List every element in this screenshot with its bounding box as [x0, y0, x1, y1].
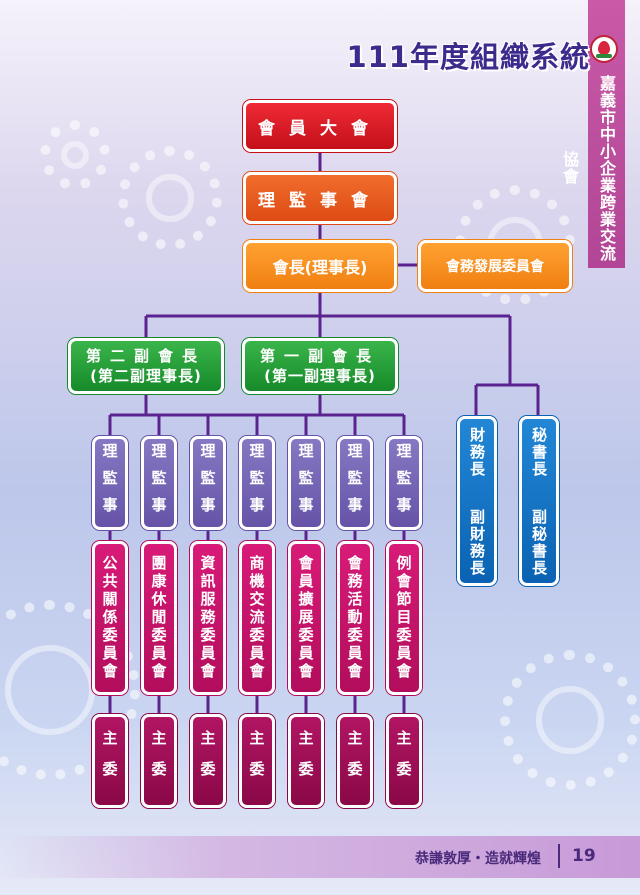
first-vice-president-box: 第一副會長 (第一副理事長) [242, 338, 398, 394]
director-label: 理監事 [198, 442, 217, 524]
deputy-secretary-label: 副秘書長 [530, 509, 548, 577]
committee-chair-box: 主委 [337, 714, 373, 808]
treasurer-label: 財務長 [468, 427, 486, 478]
vp2-title: 第二副會長 [85, 347, 206, 365]
committee-chair-label: 主委 [345, 730, 364, 792]
finance-officer-box: 財務長 副財務長 [457, 416, 497, 586]
development-committee-label: 會務發展委員會 [446, 259, 544, 275]
gear-decoration [0, 600, 140, 780]
committee-box: 公共關係委員會 [92, 541, 128, 695]
director-label: 理監事 [247, 442, 266, 524]
director-label: 理監事 [345, 442, 364, 524]
director-box: 理監事 [239, 436, 275, 530]
committee-chair-label: 主委 [394, 730, 413, 792]
committee-chair-label: 主委 [100, 730, 119, 792]
vp2-subtitle: (第二副理事長) [90, 367, 202, 385]
page-title: 111年度組織系統 [346, 40, 590, 74]
footer-slogan: 恭謙敦厚・造就輝煌 [415, 851, 541, 867]
footer-divider [558, 844, 560, 868]
vp1-subtitle: (第一副理事長) [264, 367, 376, 385]
committee-label: 公共關係委員會 [100, 555, 119, 681]
director-box: 理監事 [190, 436, 226, 530]
committee-chair-label: 主委 [149, 730, 168, 792]
committee-label: 會員擴展委員會 [296, 555, 315, 681]
director-label: 理監事 [100, 442, 119, 524]
committee-chair-box: 主委 [92, 714, 128, 808]
committee-label: 例會節目委員會 [394, 555, 413, 681]
committee-box: 團康休閒委員會 [141, 541, 177, 695]
president-label: 會長(理事長) [272, 258, 368, 277]
committee-chair-label: 主委 [198, 730, 217, 792]
committee-box: 會務活動委員會 [337, 541, 373, 695]
secretary-box: 秘書長 副秘書長 [519, 416, 559, 586]
organization-name: 嘉義市中小企業跨業交流協會 [560, 74, 616, 262]
director-box: 理監事 [337, 436, 373, 530]
deputy-treasurer-label: 副財務長 [468, 509, 486, 577]
committee-chair-box: 主委 [288, 714, 324, 808]
page-number: 19 [572, 846, 596, 866]
committee-chair-box: 主委 [386, 714, 422, 808]
general-assembly-box: 會員大會 [243, 100, 397, 152]
director-box: 理監事 [288, 436, 324, 530]
committee-chair-label: 主委 [247, 730, 266, 792]
supervisory-board-box: 理監事會 [243, 172, 397, 224]
director-label: 理監事 [394, 442, 413, 524]
gear-decoration [40, 120, 110, 190]
president-box: 會長(理事長) [243, 240, 397, 292]
committee-label: 團康休閒委員會 [149, 555, 168, 681]
association-logo-icon [590, 35, 618, 63]
committee-chair-box: 主委 [239, 714, 275, 808]
committee-box: 會員擴展委員會 [288, 541, 324, 695]
committee-chair-label: 主委 [296, 730, 315, 792]
director-label: 理監事 [149, 442, 168, 524]
gear-decoration [118, 146, 222, 250]
director-box: 理監事 [386, 436, 422, 530]
committee-chair-box: 主委 [190, 714, 226, 808]
committee-box: 資訊服務委員會 [190, 541, 226, 695]
secretary-general-label: 秘書長 [530, 427, 548, 478]
committee-label: 商機交流委員會 [247, 555, 266, 681]
supervisory-board-label: 理監事會 [258, 190, 382, 211]
director-box: 理監事 [92, 436, 128, 530]
footer-band [0, 836, 640, 878]
committee-label: 會務活動委員會 [345, 555, 364, 681]
second-vice-president-box: 第二副會長 (第二副理事長) [68, 338, 224, 394]
committee-label: 資訊服務委員會 [198, 555, 217, 681]
general-assembly-label: 會員大會 [258, 118, 382, 139]
gear-decoration [500, 650, 640, 790]
development-committee-box: 會務發展委員會 [418, 240, 572, 292]
director-label: 理監事 [296, 442, 315, 524]
committee-chair-box: 主委 [141, 714, 177, 808]
vp1-title: 第一副會長 [259, 347, 380, 365]
committee-box: 例會節目委員會 [386, 541, 422, 695]
director-box: 理監事 [141, 436, 177, 530]
committee-box: 商機交流委員會 [239, 541, 275, 695]
